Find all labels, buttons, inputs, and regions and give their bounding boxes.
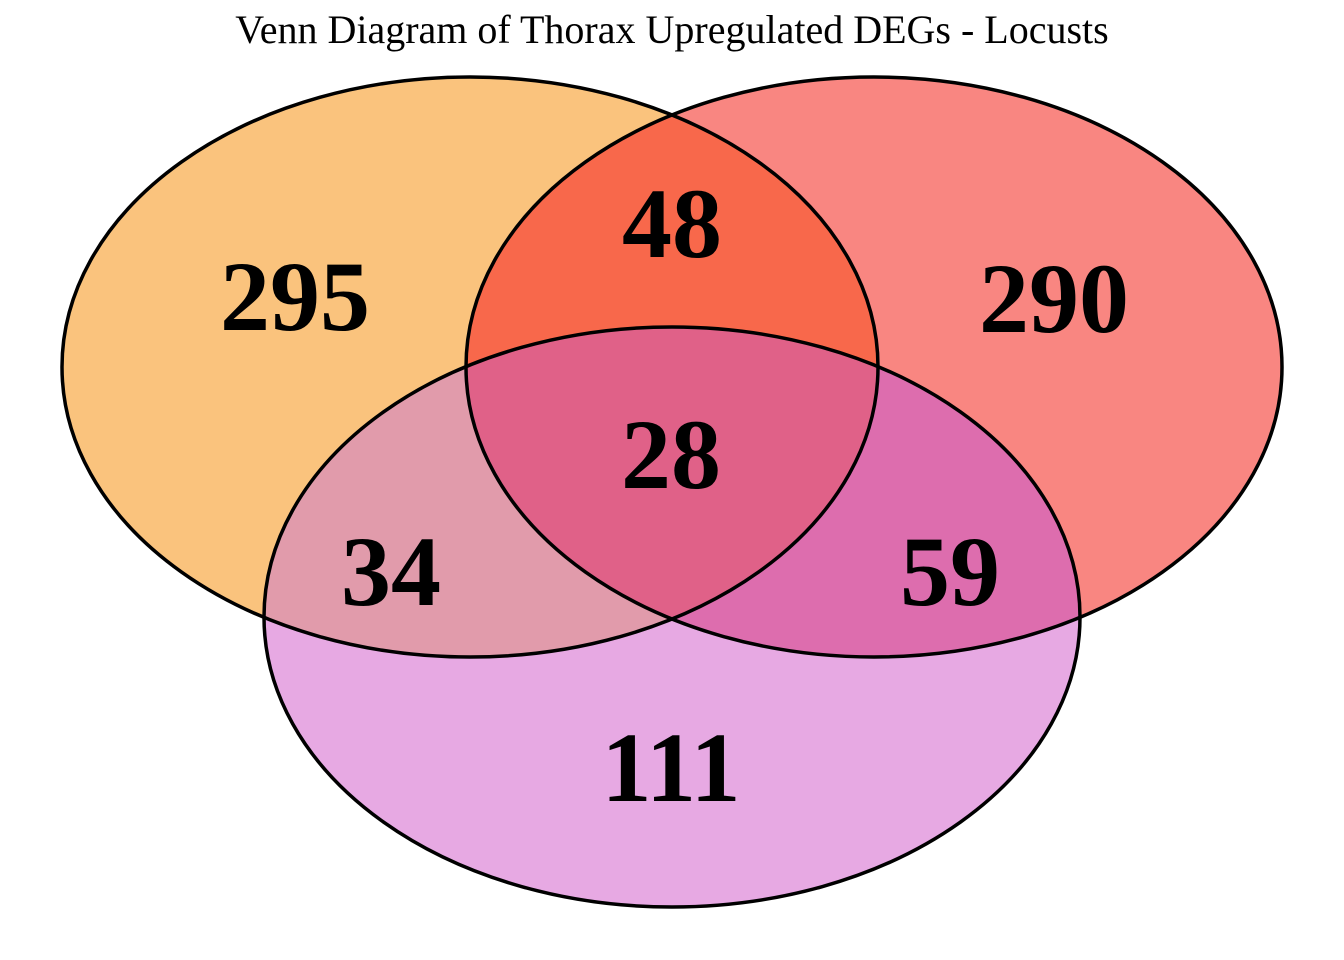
set-bottom-outline [262, 325, 1082, 909]
region-count-right-bottom-overlap: 59 [900, 516, 1000, 627]
figure-title: Venn Diagram of Thorax Upregulated DEGs … [235, 7, 1109, 52]
region-count-bottom-only: 111 [601, 712, 741, 823]
region-count-left-only: 295 [220, 241, 370, 352]
region-count-left-bottom-overlap: 34 [341, 516, 441, 627]
region-count-center-overlap: 28 [621, 399, 721, 510]
region-count-left-right-overlap: 48 [622, 168, 722, 279]
region-count-right-only: 290 [979, 243, 1129, 354]
